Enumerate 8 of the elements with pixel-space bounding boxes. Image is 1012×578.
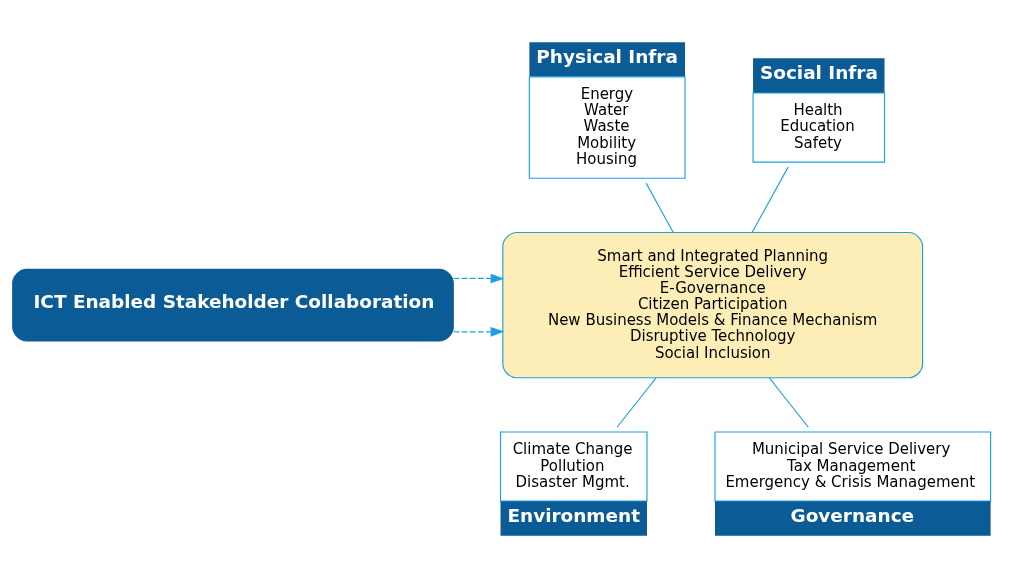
arrow [453, 273, 505, 284]
connector [768, 377, 809, 428]
node-box: ICT Enabled Stakeholder Collaboration [12, 268, 454, 342]
node-box: Smart and Integrated Planning Efficient Service Delivery E-Governance Citizen Participation New Business Models & Finance Mechanism Disruptive Technology Social Inclusion [502, 231, 924, 379]
connector [645, 182, 674, 233]
arrow [453, 326, 505, 337]
connector [751, 166, 789, 233]
connector [616, 377, 657, 428]
